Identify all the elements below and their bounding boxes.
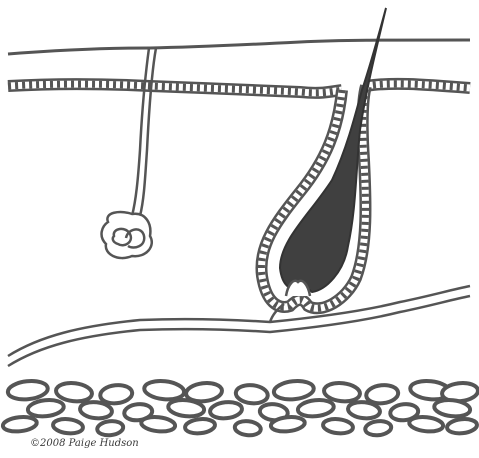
fat-cell — [234, 420, 261, 437]
fat-cell — [297, 398, 334, 418]
fat-cell — [409, 415, 444, 432]
fat-cell — [52, 418, 83, 435]
fat-cell — [2, 415, 37, 432]
fat-cell — [97, 420, 124, 437]
epidermis-band — [8, 84, 470, 93]
fat-cell — [27, 398, 64, 418]
artist-signature: ©2008 Paige Hudson — [30, 438, 139, 449]
fat-cell — [273, 379, 315, 401]
dermis-boundary — [8, 286, 470, 366]
fat-cell — [209, 401, 242, 420]
sweat-gland-coil — [102, 212, 152, 258]
fat-cell — [235, 384, 269, 405]
fat-cell — [143, 379, 185, 401]
fat-cell — [322, 418, 353, 435]
fat-cell — [446, 418, 477, 435]
fat-cell-layer — [2, 379, 479, 436]
fat-cell — [7, 379, 49, 401]
sweat-gland-duct — [132, 48, 156, 216]
fat-cell — [365, 420, 392, 437]
skin-surface-line — [8, 40, 470, 54]
fat-cell — [347, 401, 380, 420]
fat-cell — [99, 384, 133, 405]
fat-cell — [79, 401, 112, 420]
fat-cell — [55, 381, 93, 403]
fat-cell — [184, 418, 215, 435]
fat-cell — [141, 415, 176, 432]
hair-papilla — [286, 281, 310, 296]
